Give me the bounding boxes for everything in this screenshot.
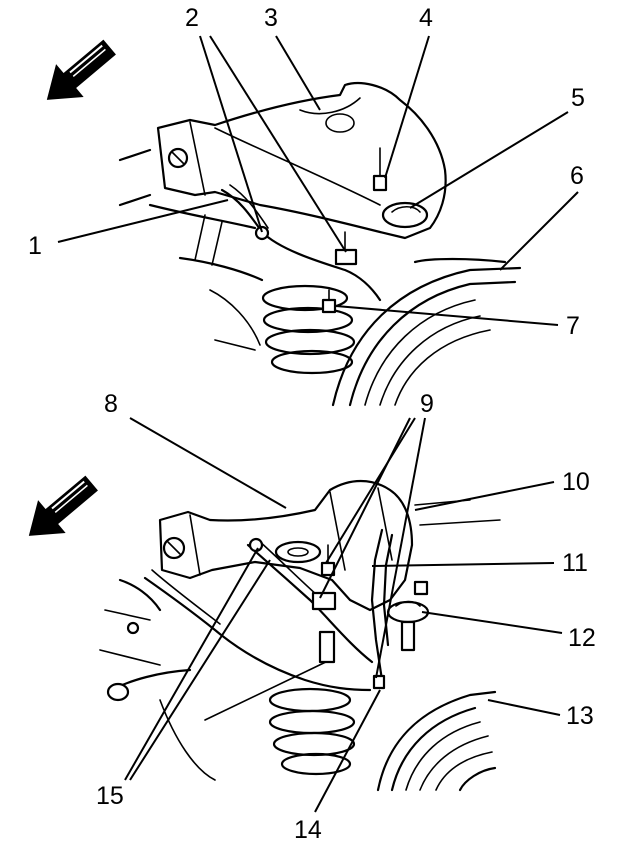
brake-hose: [220, 184, 382, 302]
coil-spring: [268, 687, 356, 776]
leader-8: [129, 417, 287, 509]
callout-8: 8: [104, 390, 118, 418]
callout-3: 3: [264, 4, 278, 32]
bottom-view: 8 9 10 11 12 13 14 15: [28, 390, 596, 844]
leader-9c: [375, 417, 426, 679]
forward-arrow-icon: [46, 39, 116, 100]
leader-4: [384, 35, 430, 179]
upper-control-arm: [156, 82, 447, 240]
leader-10: [414, 481, 555, 511]
callout-12: 12: [568, 624, 596, 652]
leader-5: [409, 111, 569, 209]
forward-arrow-icon: [28, 475, 98, 536]
coil-spring: [261, 284, 356, 375]
leader-12: [421, 611, 563, 634]
leader-2b: [209, 35, 347, 253]
leader-3: [275, 35, 321, 111]
callout-14: 14: [294, 816, 322, 844]
frame-rail: [99, 499, 501, 781]
callout-15: 15: [96, 782, 124, 810]
leader-2a: [199, 35, 263, 233]
leader-7: [335, 305, 559, 326]
stabilizer-bolt: [372, 674, 386, 690]
callout-13: 13: [566, 702, 594, 730]
callout-5: 5: [571, 84, 585, 112]
callout-11: 11: [562, 549, 588, 577]
leader-1: [57, 199, 229, 243]
leader-11: [371, 562, 555, 567]
callout-4: 4: [419, 4, 433, 32]
wheel-assembly: [376, 690, 497, 792]
leader-9b: [319, 417, 411, 599]
callout-6: 6: [570, 162, 584, 190]
leader-15b: [129, 559, 271, 781]
leader-9a: [325, 417, 416, 564]
leader-6: [499, 191, 579, 271]
frame-rail: [118, 148, 264, 351]
leader-15a: [124, 547, 259, 781]
wheel-assembly: [331, 257, 522, 407]
callout-9: 9: [420, 390, 434, 418]
shock-bolt: [321, 289, 337, 314]
callout-7: 7: [566, 312, 580, 340]
leader-14: [314, 689, 381, 813]
callout-1: 1: [28, 232, 42, 260]
callout-10: 10: [562, 468, 590, 496]
leader-13: [487, 699, 561, 716]
callout-2: 2: [185, 4, 199, 32]
top-view: 1 2 3 4 5 6 7: [28, 4, 585, 407]
